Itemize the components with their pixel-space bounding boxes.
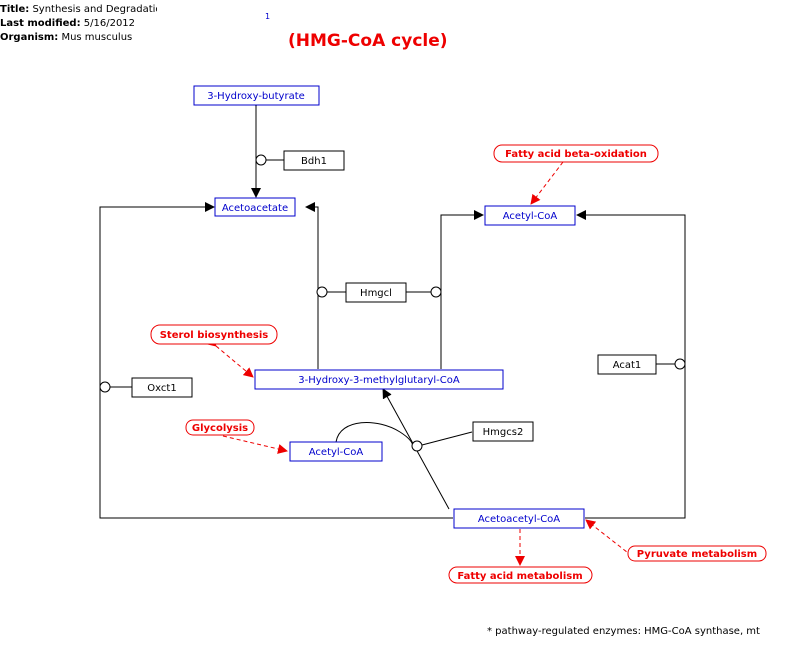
link-pyruvate: [585, 519, 633, 557]
catalysis-acat1: [674, 358, 686, 370]
title-row: Title: Synthesis and Degradation of Ke: [0, 3, 157, 17]
pathway-pyruvate-metabolism-label: Pyruvate metabolism: [637, 549, 757, 560]
edge-hmgcoa-acetylcoa: [440, 210, 484, 369]
catalysis-hmgcl-left: [316, 286, 328, 298]
node-hmgcoa-label: 3-Hydroxy-3-methylglutaryl-CoA: [298, 375, 460, 386]
node-hmgcoa[interactable]: 3-Hydroxy-3-methylglutaryl-CoA: [254, 369, 504, 390]
edge-hmgcoa-acetoacetate: [305, 202, 319, 369]
gene-oxct1-label: Oxct1: [147, 383, 176, 394]
node-acetoacetate-label: Acetoacetate: [222, 203, 288, 214]
gene-hmgcs2-label: Hmgcs2: [483, 427, 524, 438]
node-hydroxybutyrate-label: 3-Hydroxy-butyrate: [207, 91, 305, 102]
edge-oxct1: [99, 202, 453, 519]
title-value: Synthesis and Degradation of Ke: [32, 4, 157, 15]
catalysis-hmgcl-right: [430, 286, 442, 298]
node-acetylcoa-top-label: Acetyl-CoA: [503, 211, 558, 222]
organism-row: Organism: Mus musculus: [0, 31, 157, 45]
link-glycolysis: [222, 435, 288, 454]
link-beta-oxidation: [530, 161, 564, 205]
gene-hmgcl[interactable]: Hmgcl: [345, 282, 407, 303]
node-acetoacetylcoa-label: Acetoacetyl-CoA: [478, 514, 560, 525]
footnote-text: * pathway-regulated enzymes: HMG-CoA syn…: [487, 626, 760, 637]
gene-hmgcs2[interactable]: Hmgcs2: [472, 421, 534, 442]
edge-hmgcs2-anchor: [421, 431, 473, 446]
link-sterol: [205, 336, 254, 378]
gene-acat1-label: Acat1: [613, 360, 642, 371]
catalysis-markers: [99, 154, 686, 452]
gene-nodes: Bdh1 Hmgcl Oxct1 Acat1 Hmgcs2: [131, 150, 657, 442]
edge-acat1: [576, 210, 686, 519]
pathway-fatty-acid-beta-oxidation-label: Fatty acid beta-oxidation: [505, 149, 647, 160]
pathway-header: Title: Synthesis and Degradation of Ke L…: [0, 3, 157, 45]
pathway-nodes: Fatty acid beta-oxidation Sterol biosynt…: [150, 144, 767, 584]
gene-bdh1-label: Bdh1: [301, 156, 327, 167]
catalysis-hmgcs2: [411, 440, 423, 452]
catalysis-oxct1: [99, 381, 111, 393]
node-hydroxybutyrate[interactable]: 3-Hydroxy-butyrate: [193, 85, 320, 106]
title-label: Title:: [0, 4, 30, 15]
pathway-fatty-acid-beta-oxidation[interactable]: Fatty acid beta-oxidation: [493, 144, 659, 163]
pathway-links: [205, 161, 633, 566]
modified-row: Last modified: 5/16/2012: [0, 17, 157, 31]
node-acetylcoa-mid[interactable]: Acetyl-CoA: [289, 441, 383, 462]
pathway-subtitle: (HMG-CoA cycle): [288, 31, 448, 51]
pathway-sterol-biosynthesis-label: Sterol biosynthesis: [160, 330, 269, 341]
pathway-fatty-acid-metabolism[interactable]: Fatty acid metabolism: [448, 566, 593, 584]
gene-bdh1[interactable]: Bdh1: [283, 150, 345, 171]
gene-oxct1[interactable]: Oxct1: [131, 377, 193, 398]
pathway-sterol-biosynthesis[interactable]: Sterol biosynthesis: [150, 324, 278, 345]
pathway-fatty-acid-metabolism-label: Fatty acid metabolism: [457, 571, 582, 582]
metabolite-nodes: 3-Hydroxy-butyrate Acetoacetate Acetyl-C…: [193, 85, 585, 529]
pathway-glycolysis-label: Glycolysis: [192, 423, 248, 434]
gene-hmgcl-label: Hmgcl: [360, 288, 392, 299]
catalysis-bdh1: [255, 154, 267, 166]
pathway-pyruvate-metabolism[interactable]: Pyruvate metabolism: [627, 545, 767, 562]
pathway-glycolysis[interactable]: Glycolysis: [185, 419, 255, 436]
organism-value: Mus musculus: [61, 32, 133, 43]
modified-value: 5/16/2012: [83, 18, 136, 29]
organism-label: Organism:: [0, 32, 59, 43]
gene-acat1[interactable]: Acat1: [597, 354, 657, 375]
modified-label: Last modified:: [0, 18, 81, 29]
node-acetoacetylcoa[interactable]: Acetoacetyl-CoA: [453, 508, 585, 529]
node-acetylcoa-top[interactable]: Acetyl-CoA: [484, 205, 576, 226]
interaction-lines: [99, 97, 686, 519]
node-acetylcoa-mid-label: Acetyl-CoA: [309, 447, 364, 458]
node-acetoacetate[interactable]: Acetoacetate: [214, 197, 296, 217]
footnote-link[interactable]: 1: [265, 12, 271, 21]
